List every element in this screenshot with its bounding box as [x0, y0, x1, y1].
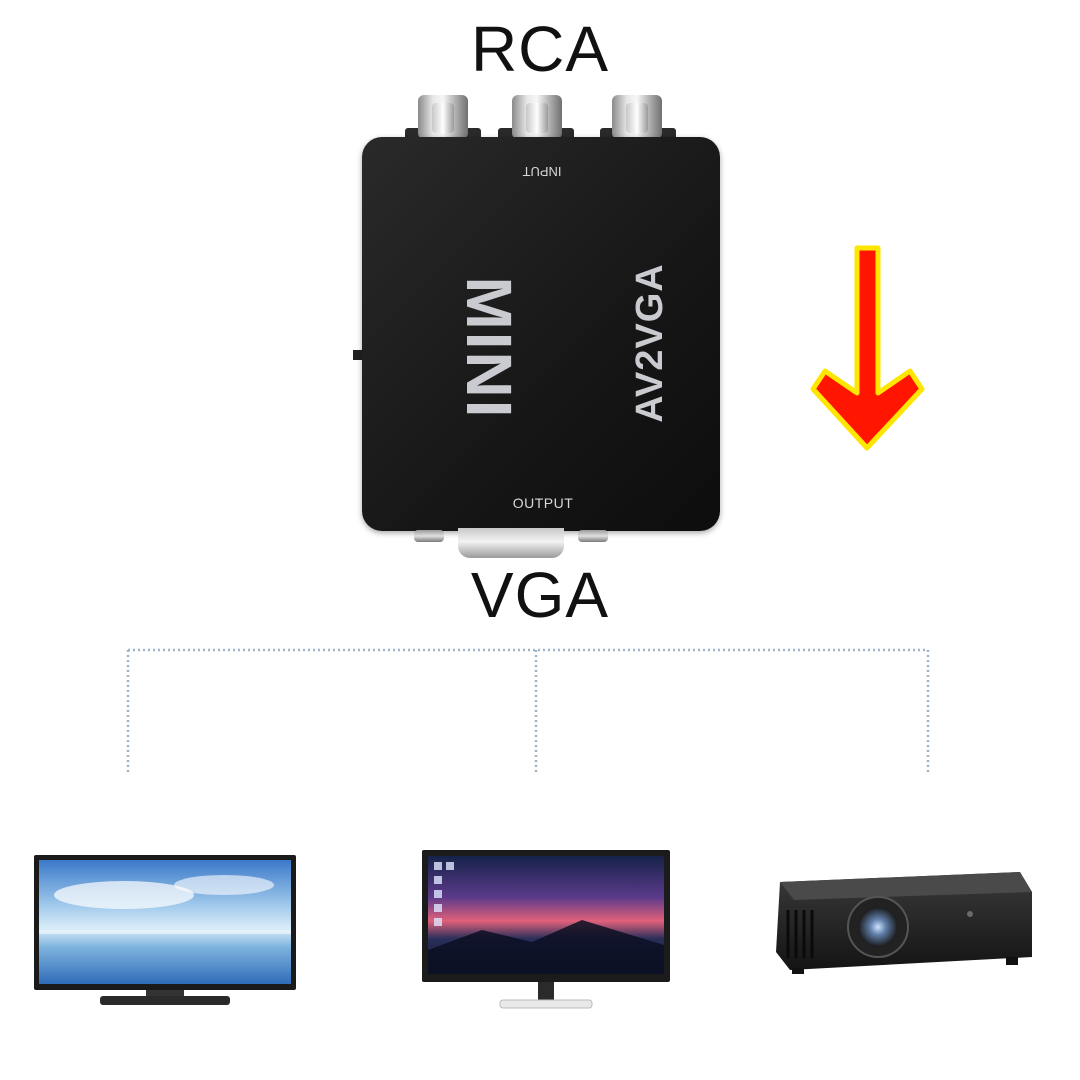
input-port-label: INPUT [522, 164, 562, 179]
tv-icon [34, 855, 296, 1005]
adapter-side-notch [353, 350, 363, 360]
down-arrow-icon [810, 245, 925, 451]
connector-lines [126, 648, 930, 772]
down-arrow-shape [810, 245, 925, 451]
rca-jack-left [418, 95, 468, 139]
vga-connector [458, 528, 564, 558]
projector-icon [776, 872, 1032, 974]
rca-jack-middle [512, 95, 562, 139]
monitor-icon [422, 850, 670, 1009]
vga-label: VGA [470, 559, 610, 631]
rca-jack-right [612, 95, 662, 139]
rca-label: RCA [470, 13, 610, 85]
output-port-label: OUTPUT [512, 495, 574, 511]
vga-screw-right [578, 530, 608, 542]
model-label: AV2VGA [629, 263, 671, 423]
brand-label: MINI [453, 276, 525, 420]
adapter-box [362, 137, 720, 531]
vga-screw-left [414, 530, 444, 542]
